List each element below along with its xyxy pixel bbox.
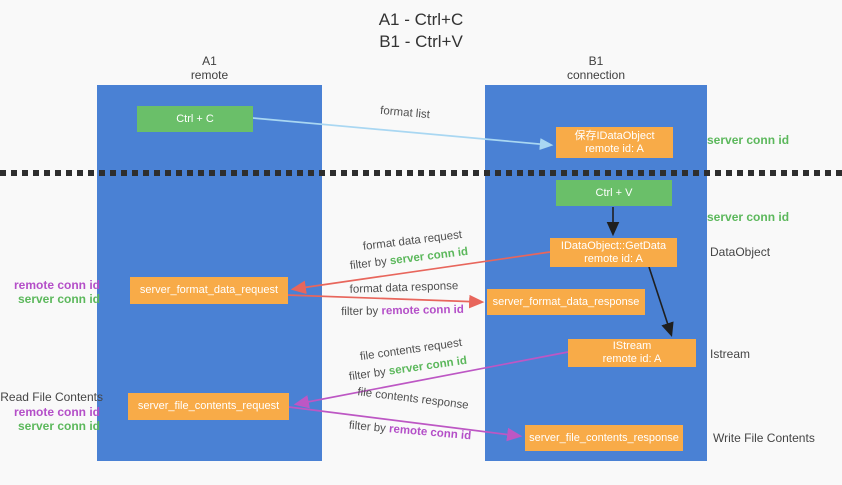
remote-conn-id-text: remote conn id [388, 423, 472, 443]
save-idataobject-line2: remote id: A [585, 142, 644, 155]
ctrl-c-box: Ctrl + C [137, 106, 253, 132]
server-conn-id-annotation-top: server conn id [707, 133, 790, 147]
filter-by-remote-conn-id-label-2: filter by remote conn id [330, 418, 490, 444]
server-file-contents-request-box: server_file_contents_request [128, 393, 289, 420]
istream-box: IStream remote id: A [568, 339, 696, 367]
server-format-data-request-label: server_format_data_request [139, 284, 279, 296]
istream-line2: remote id: A [602, 353, 662, 365]
save-idataobject-line1: 保存IDataObject [574, 129, 655, 142]
server-conn-id-annotation-mid: server conn id [707, 210, 790, 224]
column-header-a1: A1 remote [97, 54, 322, 82]
ctrl-c-label: Ctrl + C [176, 112, 214, 125]
server-file-contents-response-label: server_file_contents_response [529, 431, 679, 444]
getdata-line2: remote id: A [584, 252, 643, 265]
server-format-data-response-box: server_format_data_response [487, 289, 645, 315]
ctrl-v-box: Ctrl + V [556, 180, 672, 206]
column-header-b1: B1 connection [485, 54, 707, 82]
server-file-contents-request-label: server_file_contents_request [137, 400, 280, 412]
format-data-response-label: format data response [349, 280, 459, 296]
remote-conn-id-text: remote conn id [381, 303, 464, 318]
getdata-line1: IDataObject::GetData [560, 239, 667, 252]
server-format-data-response-label: server_format_data_response [492, 295, 640, 308]
save-idataobject-box: 保存IDataObject remote id: A [556, 127, 673, 158]
section-divider-dotted-line [0, 170, 842, 176]
write-file-contents-annotation: Write File Contents [713, 431, 815, 445]
server-conn-id-text: server conn id [388, 354, 468, 378]
server-conn-id-text: server conn id [389, 245, 469, 268]
server-conn-id-annotation-left-1: server conn id [17, 292, 100, 306]
filter-by-text: filter by [341, 305, 379, 319]
file-contents-response-label: file contents response [356, 386, 470, 412]
istream-line1: IStream [612, 340, 652, 352]
server-format-data-request-box: server_format_data_request [130, 277, 288, 304]
istream-annotation: Istream [710, 347, 751, 361]
ctrl-v-label: Ctrl + V [595, 186, 633, 199]
column-b1-name: B1 [588, 54, 604, 68]
dataobject-annotation: DataObject [710, 245, 771, 259]
title-line-2: B1 - Ctrl+V [379, 32, 463, 51]
server-file-contents-response-box: server_file_contents_response [525, 425, 683, 451]
column-b1-sub: connection [566, 67, 626, 82]
server-conn-id-annotation-left-2: server conn id [17, 419, 100, 433]
remote-conn-id-annotation-left-1: remote conn id [13, 278, 100, 292]
filter-by-text: filter by [348, 419, 387, 435]
read-file-contents-annotation: Read File Contents [0, 390, 103, 404]
filter-by-text: filter by [348, 366, 387, 384]
idataobject-getdata-box: IDataObject::GetData remote id: A [550, 238, 677, 267]
column-a1-name: A1 [202, 54, 217, 68]
column-a1-sub: remote [190, 67, 229, 82]
remote-conn-id-annotation-left-2: remote conn id [13, 405, 100, 419]
title-line-1: A1 - Ctrl+C [378, 10, 464, 29]
filter-by-remote-conn-id-label-1: filter by remote conn id [325, 304, 480, 319]
page-title: A1 - Ctrl+C B1 - Ctrl+V [0, 9, 842, 53]
filter-by-text: filter by [349, 255, 388, 273]
format-list-label: format list [379, 104, 431, 122]
